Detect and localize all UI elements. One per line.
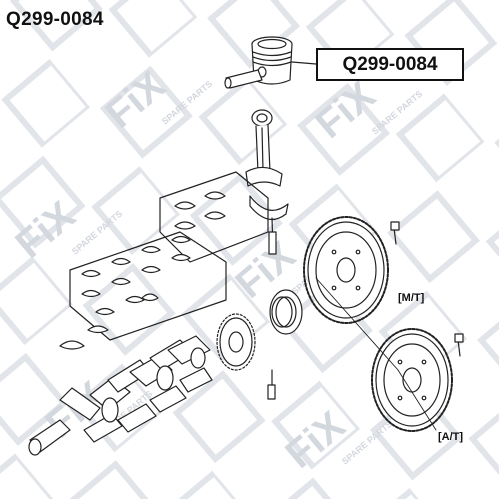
piston-pin (224, 69, 263, 89)
mt-pointer-line (315, 277, 399, 371)
manual-transmission-label: [M/T] (398, 292, 425, 304)
rear-oil-seal (269, 289, 303, 335)
flexplate-automatic (371, 328, 464, 432)
main-bearing-shells (69, 231, 227, 341)
automatic-transmission-label: [A/T] (438, 431, 464, 443)
rod-bearing-shells (159, 171, 269, 263)
rod-bearing-cap (249, 195, 289, 255)
at-pointer-line (397, 369, 437, 431)
connecting-rod (245, 109, 283, 187)
crankshaft (28, 335, 213, 456)
flywheel-manual (303, 216, 400, 324)
callout-leader-line (291, 61, 317, 65)
part-number-title: Q299-0084 (6, 9, 104, 30)
thrust-washers (59, 293, 159, 350)
part-callout-box: Q299-0084 (316, 48, 464, 81)
reluctor-wheel (216, 313, 276, 400)
